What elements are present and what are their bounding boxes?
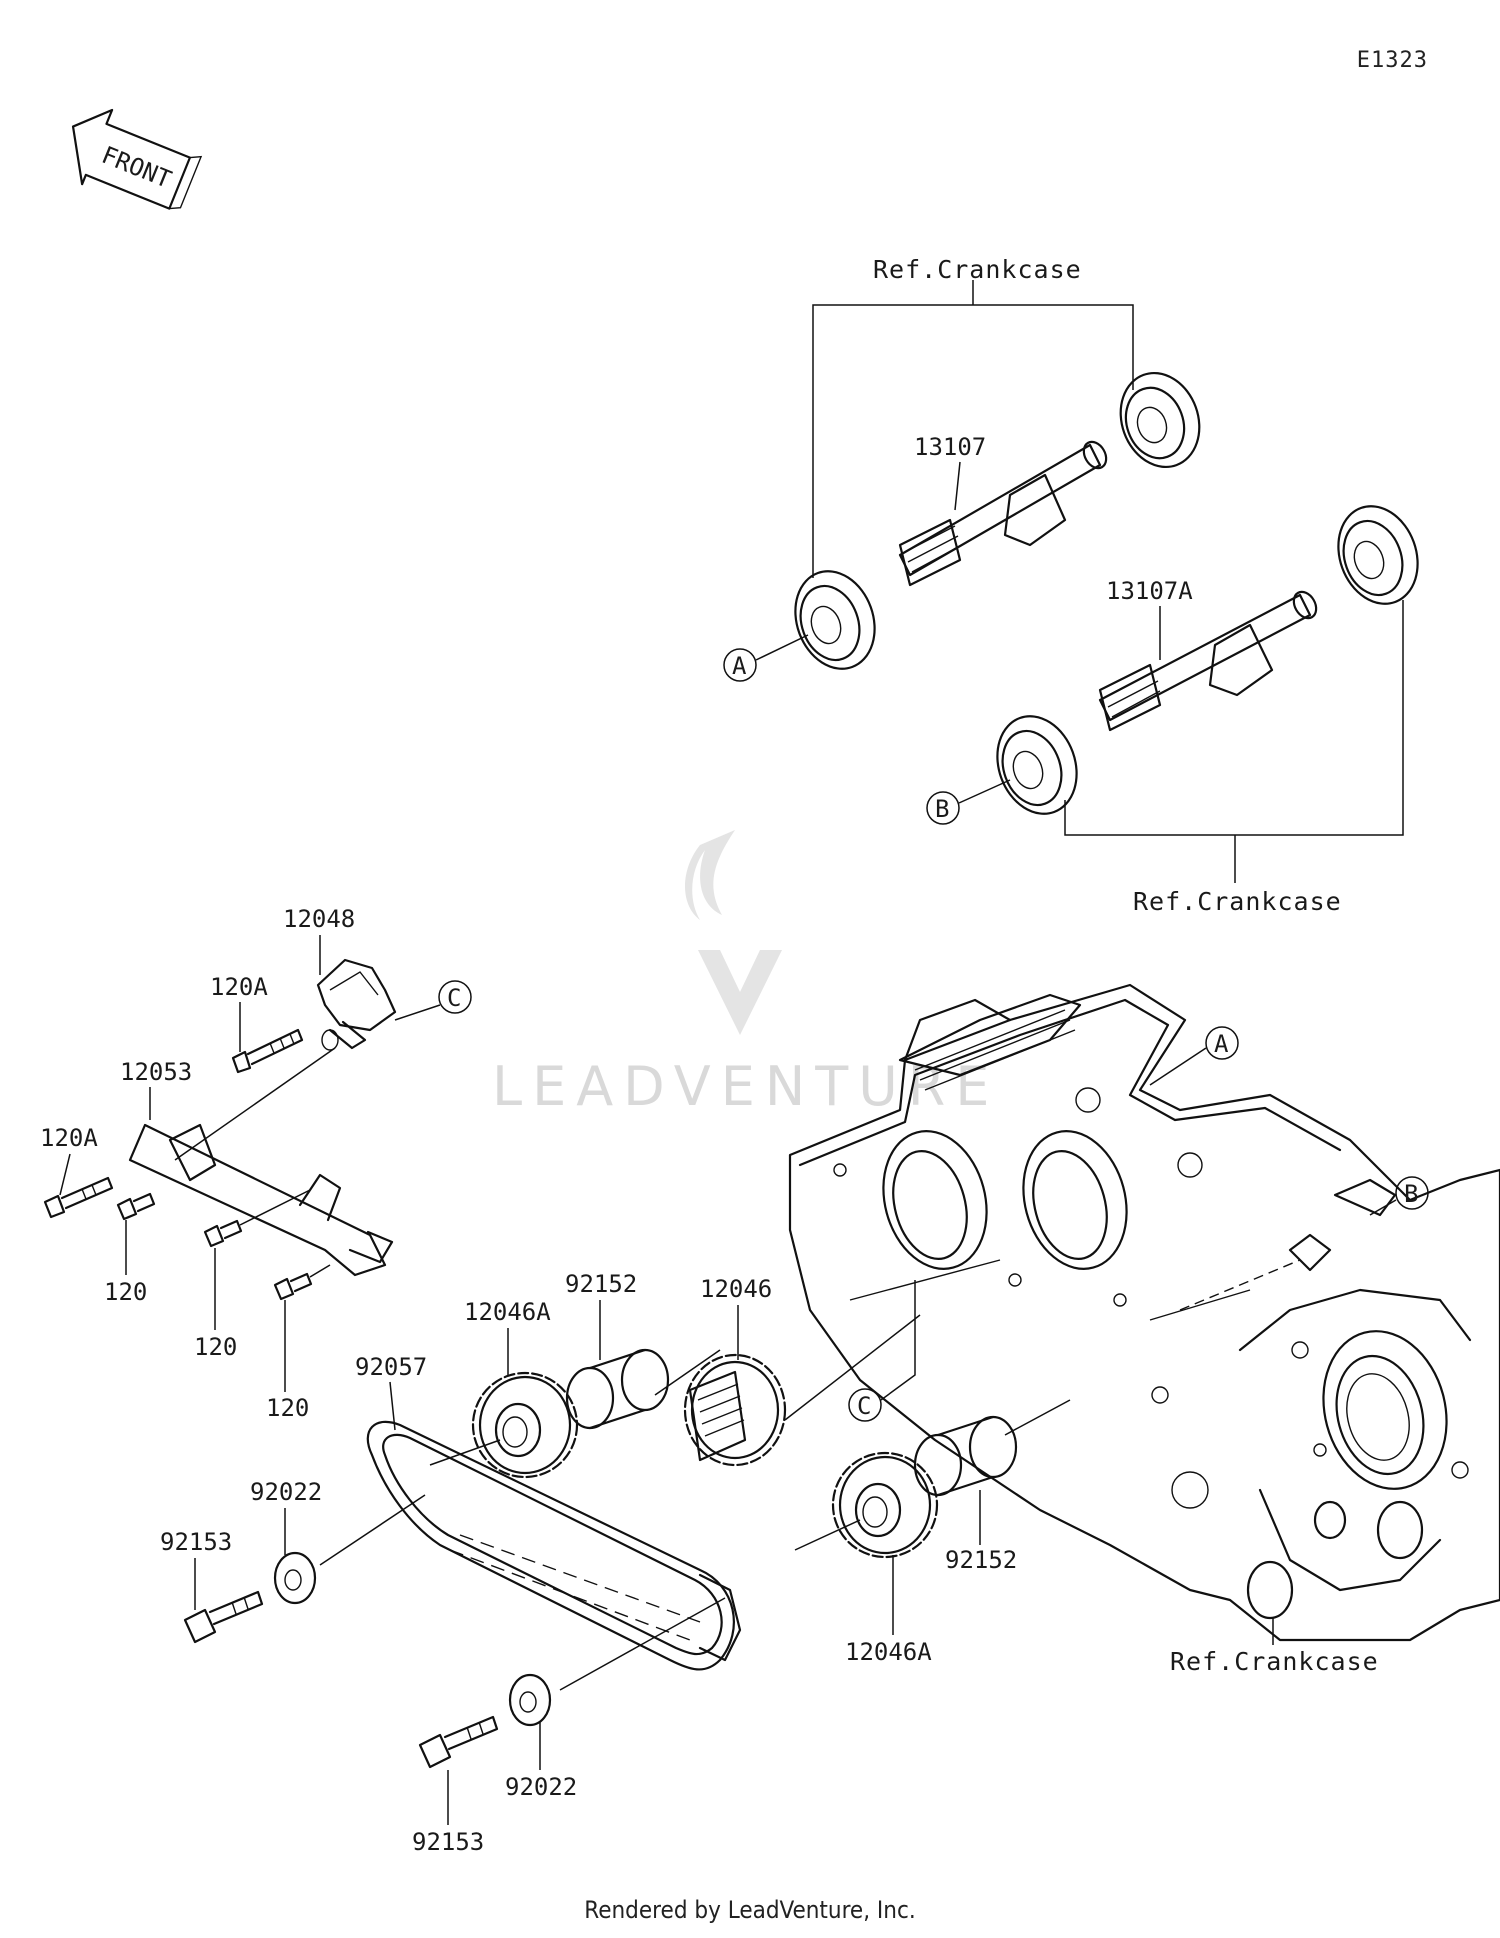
bolt-120-b <box>203 1219 243 1248</box>
label-92022-top: 92022 <box>250 1478 322 1506</box>
cam-chain-92057 <box>366 1420 742 1671</box>
bolt-120a-top <box>231 1028 304 1074</box>
front-arrow: FRONT <box>71 108 203 210</box>
collar-92152-top <box>565 1348 670 1430</box>
marker-c-top <box>438 980 472 1014</box>
sprocket-12046a-bottom <box>831 1451 939 1559</box>
bolt-120-a <box>116 1192 156 1221</box>
ref-bracket-top <box>812 280 1134 578</box>
front-label: FRONT <box>98 141 175 194</box>
bolt-120-c <box>273 1272 313 1301</box>
label-92152-top: 92152 <box>565 1270 637 1298</box>
label-12046a-bottom: 12046A <box>845 1638 932 1666</box>
label-92152-bottom: 92152 <box>945 1546 1017 1574</box>
label-92022-bottom: 92022 <box>505 1773 577 1801</box>
label-13107: 13107 <box>914 433 986 461</box>
crankcase <box>788 983 1500 1642</box>
chain-tensioner-12048 <box>316 958 397 1051</box>
sprocket-12046 <box>683 1353 787 1467</box>
ref-crankcase-right: Ref.Crankcase <box>1133 887 1342 916</box>
bearing-b <box>996 715 1078 815</box>
label-13107a: 13107A <box>1106 577 1193 605</box>
marker-a-top-label: A <box>732 652 747 680</box>
watermark-text: LEADVENTURE <box>492 1055 999 1118</box>
bearing-top-right <box>1119 371 1201 469</box>
marker-c-top-label: C <box>447 984 461 1012</box>
watermark: LEADVENTURE <box>492 830 999 1118</box>
marker-c-center-label: C <box>857 1392 871 1420</box>
marker-a-crankcase-label: A <box>1214 1030 1229 1058</box>
marker-c-center <box>848 1388 882 1422</box>
ref-bracket-right <box>1064 600 1404 883</box>
label-120-c: 120 <box>266 1394 309 1422</box>
label-12046: 12046 <box>700 1275 772 1303</box>
label-92057: 92057 <box>355 1353 427 1381</box>
bearing-a <box>794 570 876 670</box>
footer-credit: Rendered by LeadVenture, Inc. <box>584 1896 916 1924</box>
bearing-right <box>1337 505 1419 605</box>
collar-92152-bottom <box>913 1415 1018 1497</box>
marker-b-crankcase-label: B <box>1404 1180 1418 1208</box>
bolt-120a-left <box>43 1176 114 1219</box>
label-120a-left: 120A <box>40 1124 98 1152</box>
balancer-shaft-13107a <box>1098 590 1318 732</box>
diagram-code: E1323 <box>1356 48 1428 73</box>
balancer-shaft-13107 <box>898 440 1108 587</box>
marker-a-crankcase <box>1205 1026 1239 1060</box>
label-12046a-top: 12046A <box>464 1298 551 1326</box>
label-120a-top: 120A <box>210 973 268 1001</box>
label-92153-bottom: 92153 <box>412 1828 484 1856</box>
washer-92022-bottom <box>508 1673 552 1727</box>
chain-guide-12053 <box>128 1123 394 1277</box>
label-12053: 12053 <box>120 1058 192 1086</box>
label-12048: 12048 <box>283 905 355 933</box>
washer-92022-top <box>273 1551 317 1605</box>
marker-b-top-label: B <box>935 795 949 823</box>
sprocket-12046a-top <box>471 1371 579 1479</box>
ref-crankcase-top: Ref.Crankcase <box>873 255 1082 284</box>
bolt-92153-bottom <box>418 1715 499 1769</box>
ref-crankcase-bottom: Ref.Crankcase <box>1170 1647 1379 1676</box>
label-120-b: 120 <box>194 1333 237 1361</box>
bolt-92153-top <box>183 1590 264 1644</box>
marker-a-top <box>723 648 757 682</box>
label-120-a: 120 <box>104 1278 147 1306</box>
label-92153-top: 92153 <box>160 1528 232 1556</box>
marker-b-crankcase <box>1395 1176 1429 1210</box>
marker-b-top <box>926 791 960 825</box>
